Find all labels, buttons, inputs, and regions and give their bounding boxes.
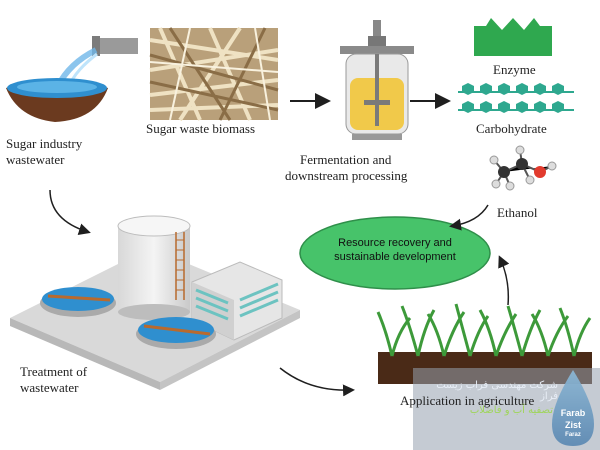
carbohydrate-icon	[458, 83, 574, 113]
biomass-image	[149, 26, 279, 122]
label-carbohydrate: Carbohydrate	[476, 121, 547, 136]
watermark-brand-1: Farab	[560, 408, 586, 418]
arrow-agriculture-to-recovery	[498, 255, 510, 306]
label-fermentation-2: downstream processing	[285, 168, 408, 183]
bioreactor-icon	[340, 20, 414, 140]
arrow-ethanol-to-recovery	[449, 204, 489, 231]
resource-recovery-oval	[299, 216, 491, 290]
arrow-treatment-to-agriculture	[279, 367, 355, 397]
watermark-panel	[413, 368, 600, 450]
watermark-brand-2: Zist	[564, 420, 581, 430]
label-fermentation-1: Fermentation and	[300, 152, 392, 167]
watermark-service: تصفیه آب و فاضلاب	[469, 405, 553, 416]
label-sugar-biomass: Sugar waste biomass	[146, 121, 256, 136]
arrow-wastewater-to-treatment	[49, 189, 91, 236]
label-resource-recovery: Resource recovery and sustainable develo…	[334, 237, 456, 263]
label-enzyme: Enzyme	[493, 62, 536, 77]
label-sugar-wastewater-2: wastewater	[6, 152, 65, 167]
label-sugar-wastewater-1: Sugar industry	[6, 136, 83, 151]
label-treatment-1: Treatment of	[20, 364, 88, 379]
ethanol-molecule-icon	[489, 145, 557, 191]
enzyme-icon	[474, 18, 552, 56]
label-treatment-2: wastewater	[20, 380, 79, 395]
treatment-plant-icon	[10, 215, 300, 390]
watermark-company-name: شرکت مهندسی فراب زیست فراز	[436, 380, 558, 402]
label-agriculture: Application in agriculture	[400, 393, 535, 408]
wastewater-basin-icon	[6, 36, 138, 122]
label-ethanol: Ethanol	[497, 205, 538, 220]
watermark-brand-3: Faraz	[565, 432, 581, 438]
